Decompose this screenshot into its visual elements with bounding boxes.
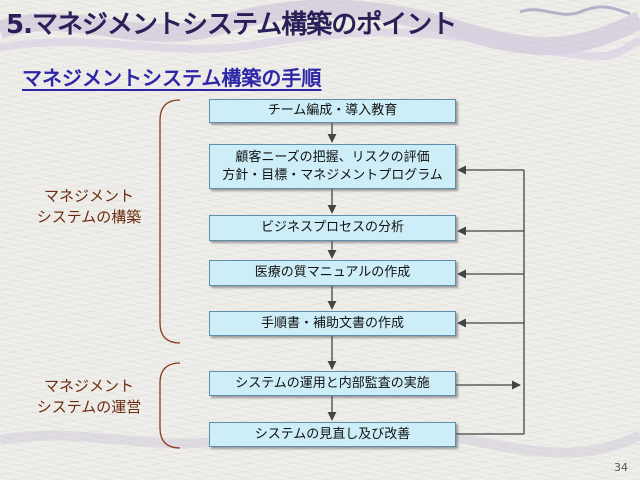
step-text: 手順書・補助文書の作成 xyxy=(260,315,404,331)
phase-operation-text: マネジメントシステムの運営 xyxy=(36,377,142,416)
step-text: システムの運用と内部監査の実施 xyxy=(235,375,430,391)
step-text: ビジネスプロセスの分析 xyxy=(260,220,404,236)
step-review-improve: システムの見直し及び改善 xyxy=(209,422,456,447)
step-procedures-docs: 手順書・補助文書の作成 xyxy=(209,311,456,336)
step-process-analysis: ビジネスプロセスの分析 xyxy=(209,215,456,241)
step-text: 顧客ニーズの把握、リスクの評価方針・目標・マネジメントプログラム xyxy=(222,149,443,183)
phase-label-operation: マネジメントシステムの運営 xyxy=(24,376,154,418)
phase-construction-text: マネジメントシステムの構築 xyxy=(36,187,142,226)
step-customer-needs-risk: 顧客ニーズの把握、リスクの評価方針・目標・マネジメントプログラム xyxy=(209,144,456,189)
title-swirl-decoration xyxy=(0,0,640,60)
step-quality-manual: 医療の質マニュアルの作成 xyxy=(209,260,456,286)
step-text: システムの見直し及び改善 xyxy=(254,426,411,442)
slide-title: 5.マネジメントシステム構築のポイント xyxy=(6,10,457,40)
step-text: 医療の質マニュアルの作成 xyxy=(254,265,411,281)
step-text: チーム編成・導入教育 xyxy=(267,103,398,119)
bracket-operation xyxy=(159,362,181,449)
step-team-formation: チーム編成・導入教育 xyxy=(209,99,456,123)
diagram-subtitle: マネジメントシステム構築の手順 xyxy=(22,66,322,90)
page-number: 34 xyxy=(614,461,628,474)
bracket-construction xyxy=(159,99,181,344)
phase-label-construction: マネジメントシステムの構築 xyxy=(24,186,154,228)
step-operation-audit: システムの運用と内部監査の実施 xyxy=(209,371,456,396)
